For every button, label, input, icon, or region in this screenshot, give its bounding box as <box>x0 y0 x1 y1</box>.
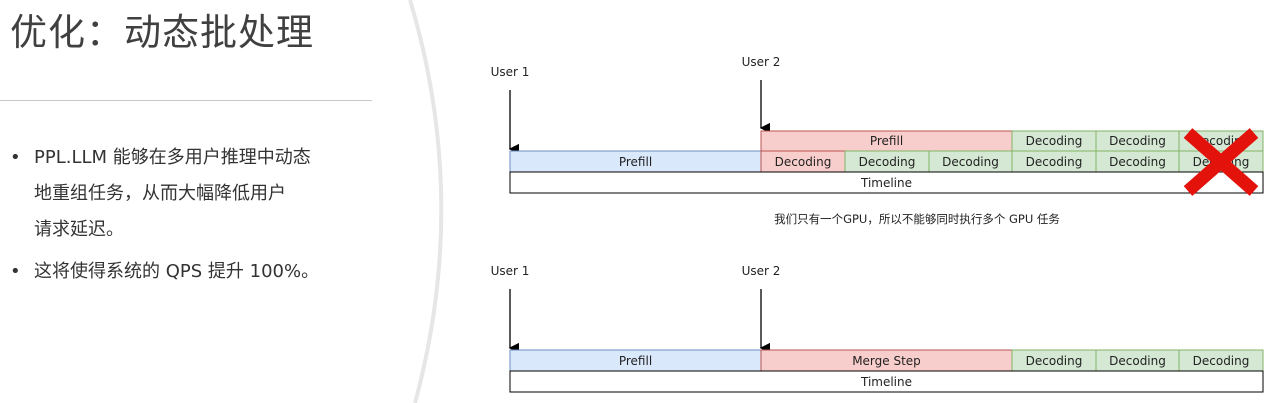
decoding-label: Decoding <box>1193 354 1250 368</box>
timeline-label: Timeline <box>860 176 912 190</box>
user2-label: User 2 <box>742 264 781 278</box>
timeline-bar <box>509 171 1264 194</box>
decoding-label: Decoding <box>1109 354 1166 368</box>
user1-label: User 1 <box>491 264 530 278</box>
top-diagram: User 1 User 2 Prefill Decoding Decoding … <box>491 55 1264 226</box>
row1-decoding-label: Decoding <box>1026 134 1083 148</box>
bullet-line: 地重组任务，从而大幅降低用户 <box>34 183 286 204</box>
bullet-list: • PPL.LLM 能够在多用户推理中动态 地重组任务，从而大幅降低用户 请求延… <box>10 140 380 296</box>
bullet-dot-icon: • <box>10 147 21 168</box>
row1-prefill-label: Prefill <box>870 134 903 148</box>
row2-decoding-label: Decoding <box>1026 155 1083 169</box>
row1-decoding-label: Decoding <box>1109 134 1166 148</box>
user1-label: User 1 <box>491 65 530 79</box>
bullet-line: PPL.LLM 能够在多用户推理中动态 <box>34 147 311 168</box>
user2-label: User 2 <box>742 55 781 69</box>
text-panel: 优化：动态批处理 • PPL.LLM 能够在多用户推理中动态 地重组任务，从而大… <box>0 0 420 403</box>
bullet-dot-icon: • <box>10 261 21 282</box>
page-title: 优化：动态批处理 <box>10 11 314 54</box>
row2-decoding-label: Decoding <box>775 155 832 169</box>
timeline-bar <box>509 370 1264 393</box>
merge-step-label: Merge Step <box>852 354 921 368</box>
bullet-item-dynamic-batching: • PPL.LLM 能够在多用户推理中动态 地重组任务，从而大幅降低用户 请求延… <box>10 140 380 248</box>
row2-decoding-label: Decoding <box>1109 155 1166 169</box>
row2-decoding-label: Decoding <box>942 155 999 169</box>
bottom-diagram: User 1 User 2 Prefill Merge Step Decodin… <box>491 264 1264 393</box>
bullet-item-qps: • 这将使得系统的 QPS 提升 100%。 <box>10 254 380 290</box>
bullet-line: 这将使得系统的 QPS 提升 100%。 <box>34 261 320 282</box>
title-divider <box>0 100 372 101</box>
red-cross-icon <box>1183 128 1259 196</box>
row2-prefill-label: Prefill <box>619 155 652 169</box>
bullet-line: 请求延迟。 <box>34 219 124 240</box>
diagram-caption: 我们只有一个GPU，所以不能够同时执行多个 GPU 任务 <box>774 212 1060 226</box>
prefill-label: Prefill <box>619 354 652 368</box>
decorative-curve <box>408 0 444 403</box>
timeline-label: Timeline <box>860 375 912 389</box>
row2-decoding-label: Decoding <box>859 155 916 169</box>
decoding-label: Decoding <box>1026 354 1083 368</box>
